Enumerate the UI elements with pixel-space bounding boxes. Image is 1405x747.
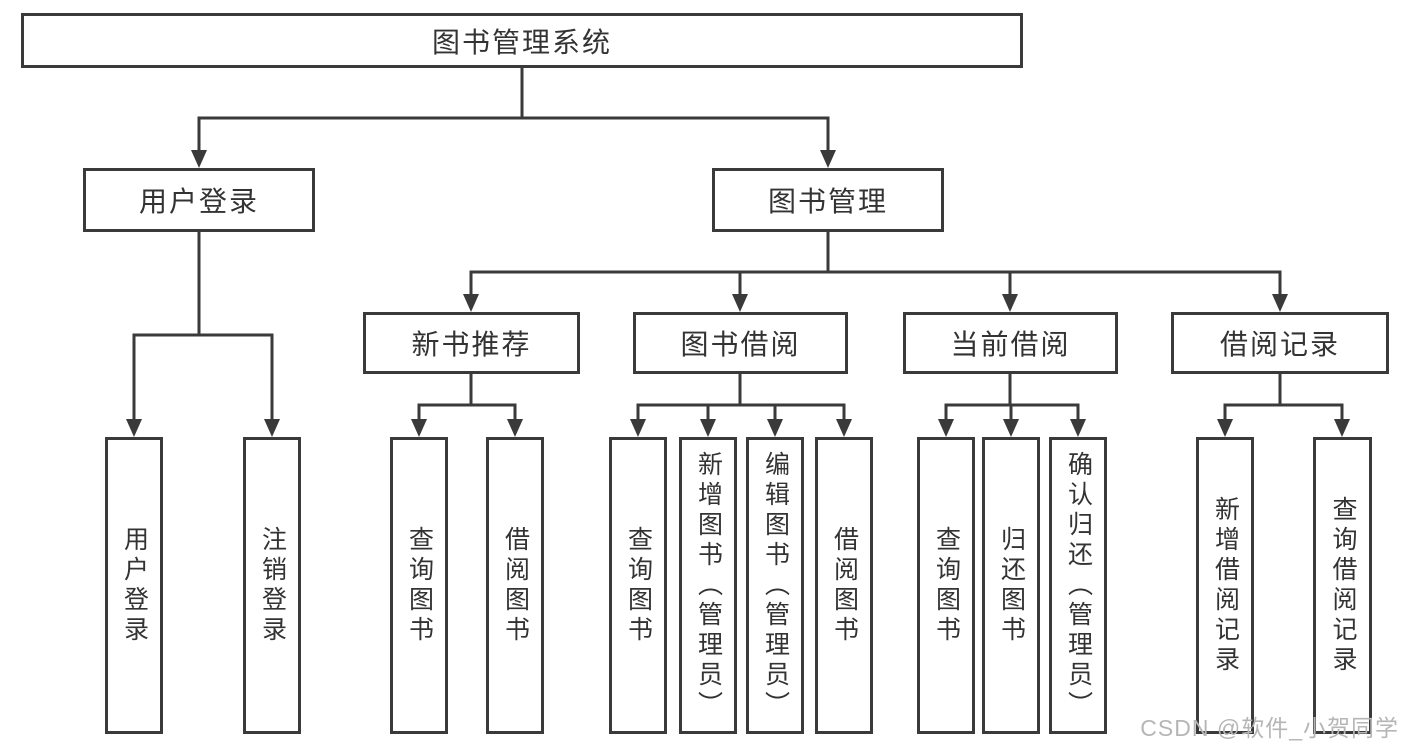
connector-root [191,66,836,168]
leaf-borrow-books: 借阅图书 [815,437,873,734]
node-borrow-records: 借阅记录 [1171,312,1389,374]
connector-book-borrow [630,372,852,437]
node-book-management: 图书管理 [712,168,944,232]
leaf-borrow-books-recommend: 借阅图书 [486,437,544,734]
node-new-book-recommend: 新书推荐 [363,312,580,374]
node-user-login: 用户登录 [83,168,315,232]
leaf-query-books-recommend: 查询图书 [390,437,448,734]
leaf-user-login: 用户登录 [105,437,163,734]
connector-current-borrow [938,372,1086,437]
watermark: CSDN @软件_小贺同学 [1140,715,1399,741]
leaf-confirm-return-admin: 确认归还（管理员） [1049,437,1107,734]
leaf-query-borrow-record: 查询借阅记录 [1313,437,1372,734]
connector-book-management [463,230,1288,312]
leaf-query-books-current: 查询图书 [917,437,975,734]
node-book-borrow: 图书借阅 [633,312,848,374]
leaf-return-books: 归还图书 [982,437,1040,734]
connector-user-login [126,230,280,437]
leaf-add-book-admin: 新增图书（管理员） [679,437,737,734]
leaf-query-books-borrow: 查询图书 [609,437,667,734]
connector-borrow-records [1217,372,1350,437]
leaf-edit-book-admin: 编辑图书（管理员） [746,437,804,734]
node-current-borrow: 当前借阅 [903,312,1118,374]
leaf-add-borrow-record: 新增借阅记录 [1196,437,1254,734]
leaf-logout: 注销登录 [243,437,301,734]
connector-new-book-recommend [411,372,523,437]
node-library-system: 图书管理系统 [21,13,1023,68]
